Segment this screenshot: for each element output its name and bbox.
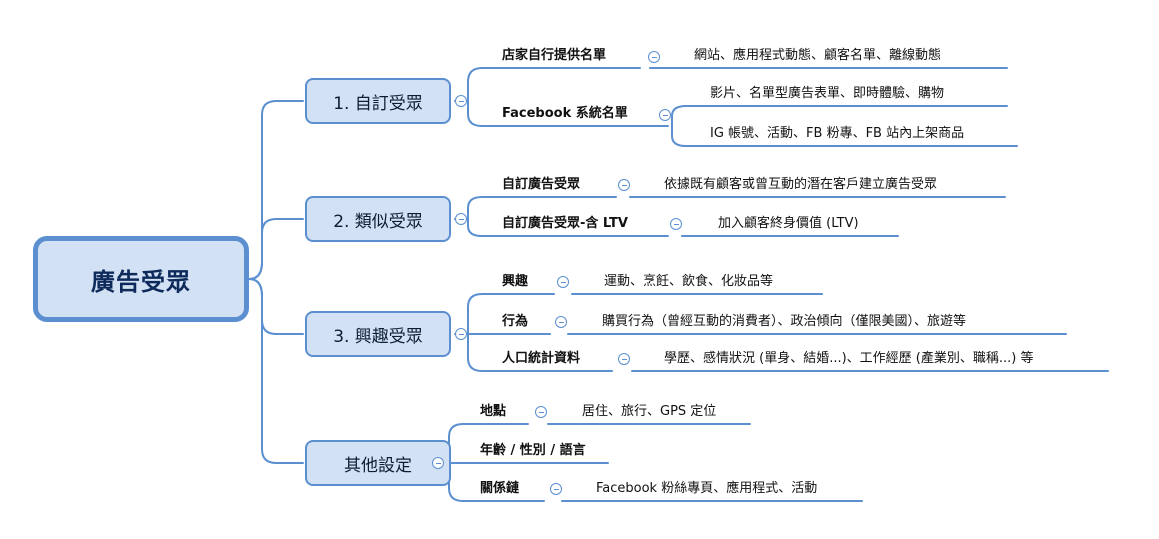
topic-location[interactable]: 地點 <box>480 404 507 419</box>
collapse-icon[interactable] <box>455 328 467 340</box>
branch-node-interest-audience[interactable]: 3. 興趣受眾 <box>305 311 451 357</box>
collapse-icon[interactable] <box>659 109 671 121</box>
detail-custom-ad-audience[interactable]: 依據既有顧客或曾互動的潛在客戶建立廣告受眾 <box>664 177 938 192</box>
detail-demographics[interactable]: 學歷、感情狀況 (單身、結婚...)、工作經歷 (產業別、職稱...) 等 <box>664 351 1034 366</box>
detail-facebook-list-2[interactable]: IG 帳號、活動、FB 粉專、FB 站內上架商品 <box>710 126 965 141</box>
topic-behavior[interactable]: 行為 <box>502 314 529 329</box>
collapse-icon[interactable] <box>455 213 467 225</box>
collapse-icon[interactable] <box>648 51 660 63</box>
detail-interest[interactable]: 運動、烹飪、飲食、化妝品等 <box>604 274 774 289</box>
collapse-icon[interactable] <box>432 457 444 469</box>
collapse-icon[interactable] <box>535 406 547 418</box>
collapse-icon[interactable] <box>550 483 562 495</box>
topic-custom-ad-audience-ltv[interactable]: 自訂廣告受眾-含 LTV <box>502 216 628 231</box>
detail-facebook-list-1[interactable]: 影片、名單型廣告表單、即時體驗、購物 <box>710 86 945 101</box>
collapse-icon[interactable] <box>555 316 567 328</box>
detail-store-list[interactable]: 網站、應用程式動態、顧客名單、離線動態 <box>694 48 942 63</box>
branch-node-other-settings[interactable]: 其他設定 <box>305 440 451 486</box>
collapse-icon[interactable] <box>618 179 630 191</box>
topic-age-gender-language[interactable]: 年齡 / 性別 / 語言 <box>480 443 586 458</box>
topic-interest[interactable]: 興趣 <box>502 274 529 289</box>
topic-connections[interactable]: 關係鏈 <box>480 481 520 496</box>
topic-facebook-list[interactable]: Facebook 系統名單 <box>502 106 628 121</box>
topic-custom-ad-audience[interactable]: 自訂廣告受眾 <box>502 177 581 192</box>
collapse-icon[interactable] <box>618 353 630 365</box>
branch-node-lookalike-audience[interactable]: 2. 類似受眾 <box>305 196 451 242</box>
collapse-icon[interactable] <box>455 95 467 107</box>
root-node[interactable]: 廣告受眾 <box>33 236 249 322</box>
topic-demographics[interactable]: 人口統計資料 <box>502 351 581 366</box>
detail-custom-ad-audience-ltv[interactable]: 加入顧客終身價值 (LTV) <box>718 216 859 231</box>
detail-location[interactable]: 居住、旅行、GPS 定位 <box>582 404 717 419</box>
collapse-icon[interactable] <box>557 276 569 288</box>
detail-behavior[interactable]: 購買行為（曾經互動的消費者）、政治傾向（僅限美國）、旅遊等 <box>602 314 967 329</box>
branch-node-custom-audience[interactable]: 1. 自訂受眾 <box>305 78 451 124</box>
collapse-icon[interactable] <box>670 218 682 230</box>
topic-store-list[interactable]: 店家自行提供名單 <box>502 48 607 63</box>
detail-connections[interactable]: Facebook 粉絲專頁、應用程式、活動 <box>596 481 818 496</box>
